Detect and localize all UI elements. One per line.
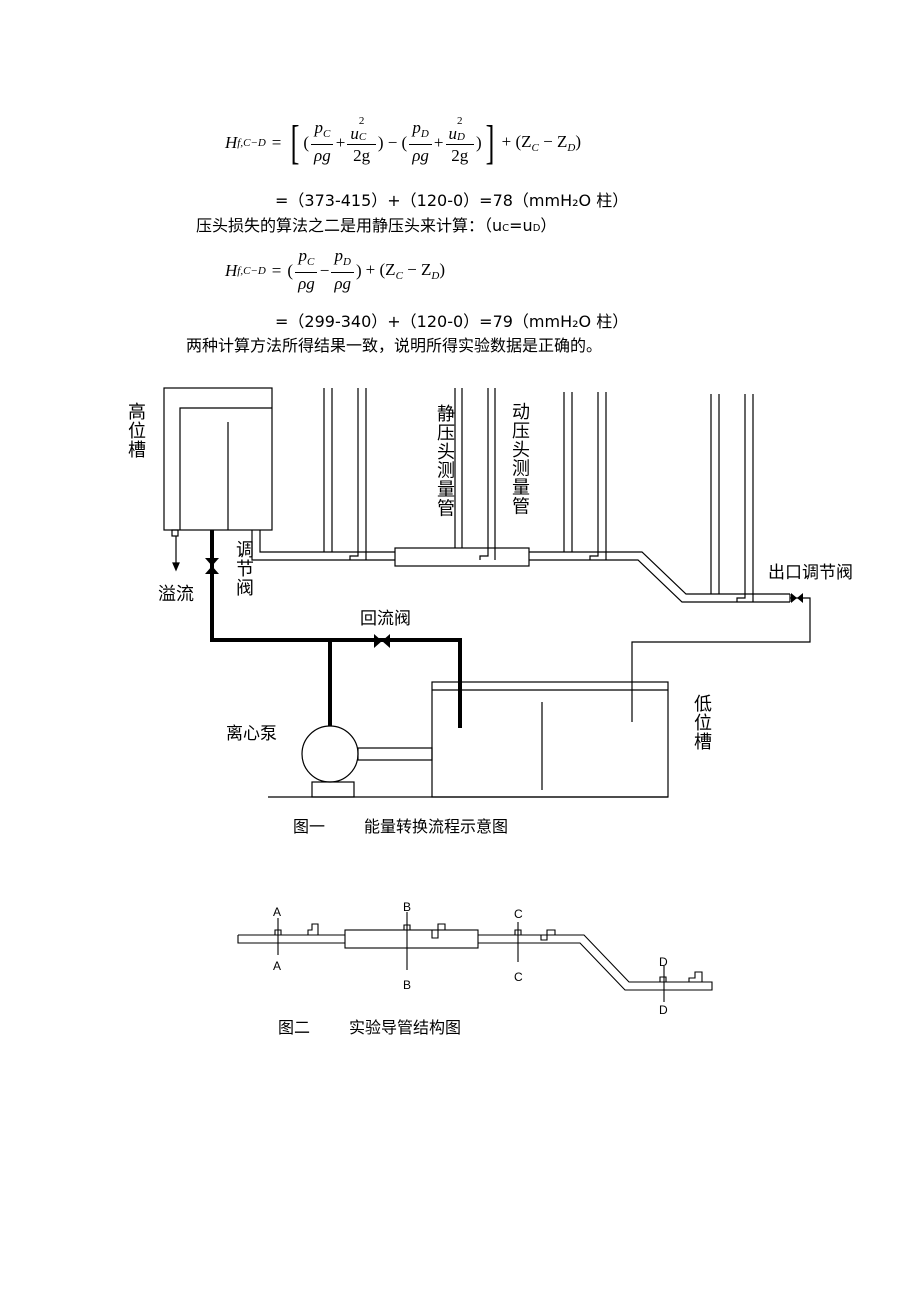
eq1-right-bracket: ] bbox=[485, 115, 495, 169]
label-low-tank: 低位槽 bbox=[694, 694, 712, 753]
section-a-top: A bbox=[273, 905, 281, 919]
label-static-tube: 静压头测量管 bbox=[437, 404, 455, 520]
figure-1-title: 能量转换流程示意图 bbox=[364, 817, 508, 836]
label-regulating-valve: 调节阀 bbox=[236, 540, 254, 599]
result-1: =（373-415）+（120-0）=78（mmH₂O 柱） bbox=[275, 191, 629, 210]
eq1-lhs: H bbox=[225, 132, 238, 152]
section-a-bottom: A bbox=[273, 959, 281, 973]
section-b-top: B bbox=[403, 900, 411, 914]
label-return-valve: 回流阀 bbox=[360, 609, 411, 629]
outlet-valve-icon[interactable] bbox=[791, 593, 803, 603]
section-c-top: C bbox=[514, 907, 523, 921]
wide-pipe-section bbox=[394, 547, 530, 567]
section-d-top: D bbox=[659, 955, 668, 969]
label-high-tank: 高位槽 bbox=[128, 402, 146, 461]
figure-1-flow-diagram: 高位槽 溢流 调节阀 静压头测量管 动压头测量管 出口调节阀 回流阀 离心泵 低… bbox=[128, 387, 853, 836]
method-2-text: 压头损失的算法之二是用静压头来计算：（uC=uD） bbox=[196, 216, 557, 235]
label-outlet-valve: 出口调节阀 bbox=[768, 563, 853, 583]
eq2-term-pd: pD ρg bbox=[331, 246, 354, 295]
eq1-lhs-sub: f,C−D bbox=[237, 136, 266, 149]
section-c-bottom: C bbox=[514, 970, 523, 984]
return-valve-icon[interactable] bbox=[374, 634, 390, 648]
conclusion-text: 两种计算方法所得结果一致，说明所得实验数据是正确的。 bbox=[186, 336, 603, 355]
eq1-paren: ( bbox=[303, 132, 310, 152]
label-pump: 离心泵 bbox=[226, 724, 277, 744]
high-tank bbox=[163, 387, 273, 531]
section-b-bottom: B bbox=[403, 978, 411, 992]
result-2: =（299-340）+（120-0）=79（mmH₂O 柱） bbox=[275, 312, 629, 331]
figure-2-pipe-structure: A A B B C C D D 图二 实验导管结构图 bbox=[237, 900, 713, 1037]
centrifugal-pump bbox=[301, 725, 359, 783]
label-overflow: 溢流 bbox=[158, 584, 194, 605]
eq1-equals: = bbox=[271, 132, 282, 152]
eq1-term-pc: pC ρg bbox=[311, 118, 334, 167]
regulating-valve-icon[interactable] bbox=[205, 558, 219, 574]
eq2-term-pc: pC ρg bbox=[295, 246, 318, 295]
eq1-term-pd: pD ρg bbox=[409, 118, 432, 167]
figure-2-title: 实验导管结构图 bbox=[349, 1018, 461, 1037]
eq2-lhs: H bbox=[225, 260, 238, 280]
figure-1-number: 图一 bbox=[293, 817, 325, 836]
eq2-lhs-sub: f,C−D bbox=[237, 264, 266, 277]
figure-2-number: 图二 bbox=[278, 1018, 310, 1037]
eq1-left-bracket: [ bbox=[290, 115, 300, 169]
eq2-equals: = bbox=[271, 260, 282, 280]
section-d-bottom: D bbox=[659, 1003, 668, 1017]
label-dynamic-tube: 动压头测量管 bbox=[512, 402, 530, 518]
